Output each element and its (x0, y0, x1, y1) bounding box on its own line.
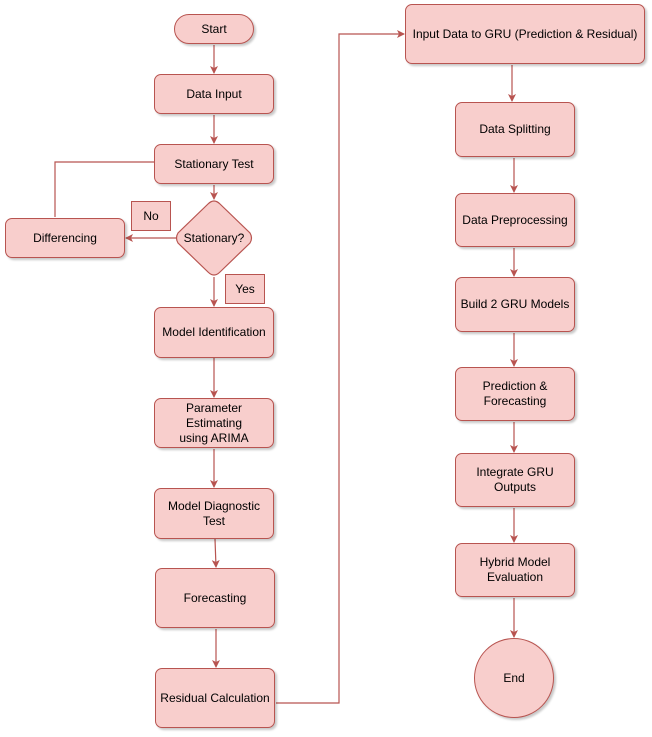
data-input-node: Data Input (154, 74, 274, 114)
forecasting-node: Forecasting (155, 568, 275, 628)
data-preprocessing-node: Data Preprocessing (455, 193, 575, 247)
end-node: End (474, 638, 554, 718)
integrate-gru-node: Integrate GRU Outputs (455, 453, 575, 507)
no-branch-label: No (131, 201, 171, 231)
model-identification-node: Model Identification (154, 307, 274, 358)
hybrid-evaluation-node: Hybrid Model Evaluation (455, 543, 575, 597)
start-node: Start (174, 14, 254, 44)
stationary-decision-label: Stationary? (183, 231, 245, 245)
yes-branch-label: Yes (225, 274, 265, 304)
build-gru-node: Build 2 GRU Models (455, 277, 575, 332)
model-diagnostic-node: Model Diagnostic Test (154, 488, 274, 539)
edge-residual-to-input-gru (276, 30, 405, 704)
data-splitting-node: Data Splitting (455, 102, 575, 157)
edge-differencing-loop-to-stationary-test (54, 161, 154, 217)
differencing-node: Differencing (5, 218, 125, 258)
input-gru-node: Input Data to GRU (Prediction & Residual… (405, 4, 645, 64)
residual-calculation-node: Residual Calculation (155, 668, 275, 728)
stationary-test-node: Stationary Test (154, 144, 274, 184)
parameter-estimating-node: Parameter Estimating using ARIMA (154, 398, 274, 448)
edge-diagnostic-to-forecasting (211, 538, 220, 568)
prediction-forecasting-node: Prediction & Forecasting (455, 367, 575, 421)
stationary-decision-diamond (175, 200, 253, 276)
